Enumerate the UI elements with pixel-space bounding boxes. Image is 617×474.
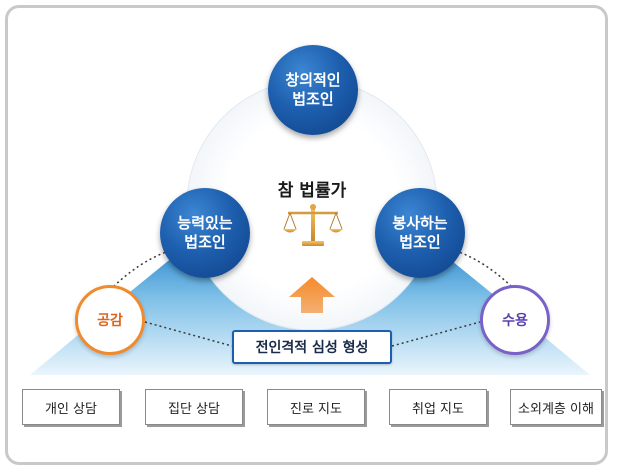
serving-lawyer-line1: 봉사하는 — [392, 214, 448, 232]
creative-lawyer-circle: 창의적인 법조인 — [268, 45, 358, 135]
program-list: 개인 상담 집단 상담 진로 지도 취업 지도 소외계층 이해 — [0, 389, 617, 429]
empathy-label: 공감 — [97, 313, 123, 329]
program-item: 소외계층 이해 — [510, 389, 602, 425]
dotted-right-arc — [429, 244, 516, 291]
capable-lawyer-line1: 능력있는 — [177, 214, 233, 232]
center-title: 참 법률가 — [277, 181, 347, 201]
program-item: 개인 상담 — [22, 389, 120, 425]
creative-lawyer-line2: 법조인 — [292, 90, 334, 108]
serving-lawyer-line2: 법조인 — [399, 233, 441, 251]
capable-lawyer-line2: 법조인 — [184, 233, 226, 251]
character-formation-label: 전인격적 심성 형성 — [255, 340, 369, 356]
scale-icon — [283, 204, 343, 246]
dotted-right-line — [391, 321, 481, 347]
acceptance-label: 수용 — [502, 313, 528, 329]
capable-lawyer-circle: 능력있는 법조인 — [160, 188, 250, 278]
dotted-left-line — [144, 321, 233, 347]
program-item: 취업 지도 — [389, 389, 487, 425]
dotted-left-arc — [109, 244, 196, 291]
acceptance-circle: 수용 — [480, 285, 550, 355]
serving-lawyer-circle: 봉사하는 법조인 — [375, 188, 465, 278]
creative-lawyer-line1: 창의적인 — [285, 71, 341, 89]
character-formation-box: 전인격적 심성 형성 — [232, 330, 392, 364]
empathy-circle: 공감 — [75, 285, 145, 355]
program-item: 진로 지도 — [267, 389, 365, 425]
program-item: 집단 상담 — [145, 389, 243, 425]
arrow-up-icon — [289, 277, 335, 313]
